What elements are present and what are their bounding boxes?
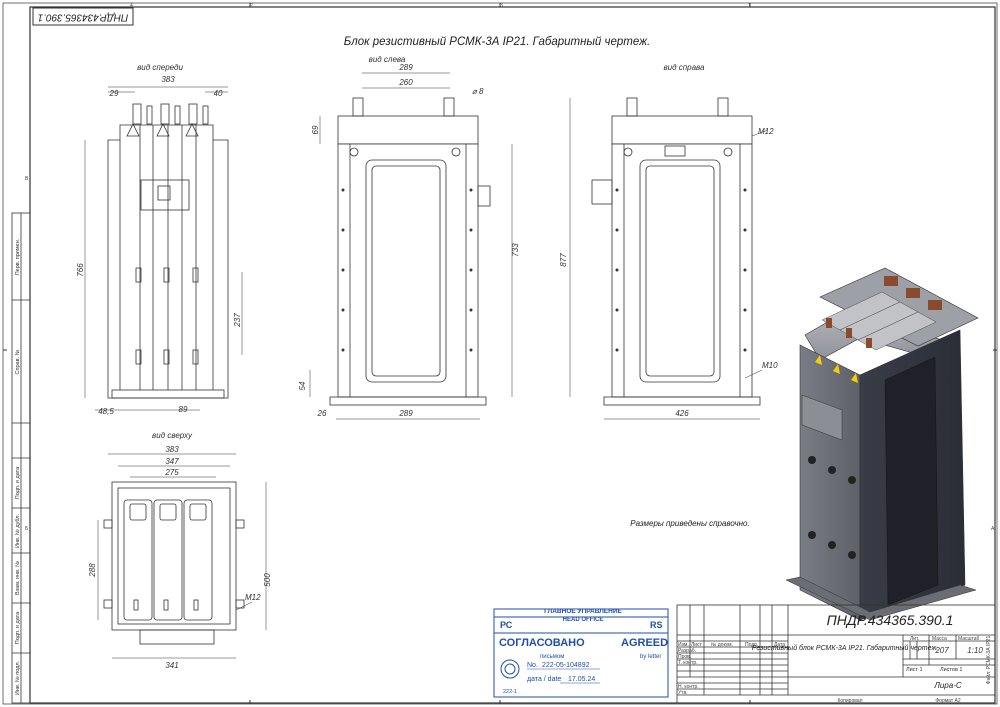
dim-front-width: 383: [161, 75, 175, 84]
dim-left-bottom: 54: [298, 381, 307, 390]
title-name: Резистивный блок РСМК-3А IP21. Габаритны…: [752, 644, 939, 652]
front-view: [84, 86, 243, 411]
col-list: Лист: [691, 642, 703, 648]
mass-label: Масса: [932, 636, 947, 642]
stamp-label: Подп. и дата: [15, 466, 21, 499]
dim-top-bottom: 341: [165, 661, 178, 670]
dim-right-width: 426: [675, 409, 689, 418]
left-stamp-column: [11, 212, 31, 704]
dim-left-outer: 289: [398, 63, 413, 72]
row-nkontr: Н. контр.: [678, 684, 699, 690]
org-name: Лира-С: [933, 681, 961, 690]
stamp-label: Взам. инв. №: [15, 561, 21, 595]
isometric-view: [785, 267, 979, 621]
dim-top-depth: 288: [88, 563, 97, 578]
sheets-total: Листов 1: [940, 667, 962, 673]
dim-left-top: 69: [311, 125, 320, 134]
right-view-bolts: [615, 188, 747, 352]
dim-left-bottom-left: 26: [317, 409, 327, 418]
title-block-frame: [676, 604, 996, 704]
stamp-org-en: HEAD OFFICE: [563, 617, 604, 623]
stamp-date-label: дата / date: [527, 676, 561, 683]
corner-code-box: ПНДР.434365.390.1: [32, 7, 134, 26]
row-prov: Пров.: [678, 654, 691, 660]
lit-label: Лит.: [910, 636, 919, 642]
col-izm: Изм.: [678, 642, 689, 648]
row-razrab: Разраб.: [678, 648, 696, 654]
format-label: Формат А2: [935, 698, 960, 704]
stamp-rs: RS: [650, 620, 663, 630]
title-doc-number: ПНДР.434365.390.1: [827, 612, 954, 628]
stamp-rc: РС: [500, 620, 513, 630]
top-view: [97, 453, 267, 659]
stamp-label: Справ. №: [15, 349, 21, 374]
col-date: Дата: [774, 642, 785, 648]
dim-top-w1: 383: [165, 445, 179, 454]
view-label-front: вид спереди: [137, 63, 183, 72]
right-view: [569, 97, 769, 420]
stamp-by-letter-en: by letter: [640, 654, 661, 660]
scale-label: Масштаб: [958, 636, 980, 642]
dim-top-w2: 347: [165, 457, 179, 466]
zone-letter: В: [25, 176, 29, 182]
zone-number: 2: [250, 3, 253, 9]
dim-front-height: 766: [76, 263, 85, 277]
view-label-left: вид слева: [369, 55, 406, 64]
zone-letter: А: [991, 526, 995, 532]
file-label: Файл: РСМК-3А IP21: [985, 636, 992, 685]
approval-stamp: [493, 608, 669, 698]
zone-number: 3: [500, 3, 503, 9]
sheet-number: Лист 1: [906, 667, 923, 673]
left-view: [309, 72, 513, 420]
view-label-top: вид сверху: [152, 431, 193, 440]
stamp-label: Инв. № дубл.: [15, 514, 21, 549]
stamp-org: ГЛАВНОЕ УПРАВЛЕНИЕ: [544, 608, 622, 615]
dim-right-height: 877: [559, 253, 568, 267]
stamp-no-label: No.: [527, 662, 538, 669]
dim-left-height: 733: [511, 243, 520, 257]
row-tkontr: Т. контр.: [678, 660, 698, 666]
mass-value: 207: [934, 646, 949, 655]
stamp-agreed-en: AGREED: [621, 637, 668, 649]
row-utv: Утв.: [678, 690, 688, 696]
dim-top-thread: M12: [245, 593, 261, 602]
stamp-no-value: 222-05-104892: [542, 662, 590, 669]
col-sign: Подп.: [745, 642, 758, 648]
stamp-label: Подп. и дата: [15, 611, 21, 644]
view-label-right: вид справа: [663, 63, 705, 72]
dim-top-w3: 275: [164, 468, 179, 477]
dim-left-hole: ⌀ 8: [472, 87, 484, 96]
stamp-date-value: 17.05.24: [568, 676, 595, 683]
zone-letter: Б: [25, 526, 29, 532]
corner-code: ПНДР.434365.390.1: [38, 11, 129, 22]
scale-value: 1:10: [967, 646, 983, 655]
dim-front-left: 29: [109, 89, 119, 98]
dim-left-bottom-width: 289: [398, 409, 413, 418]
zone-number: 4: [130, 3, 133, 9]
dim-front-bottom-left: 48,5: [98, 407, 114, 416]
zone-number: 1: [748, 3, 751, 9]
stamp-label: Перв. примен.: [15, 238, 21, 275]
sheet-title: Блок резистивный РСМК-3А IP21. Габаритны…: [344, 36, 650, 48]
dim-front-span: 237: [233, 313, 242, 328]
dim-left-inner: 260: [398, 78, 413, 87]
dim-right-thread-top: M12: [758, 127, 774, 136]
dim-top-full: 500: [263, 573, 272, 587]
stamp-inspector: 222-1: [503, 689, 517, 695]
dim-front-right: 40: [214, 89, 223, 98]
dim-right-thread-bottom: M10: [762, 361, 778, 370]
col-doc: № докум.: [711, 642, 733, 648]
stamp-by-letter-ru: письмом: [540, 654, 564, 660]
stamp-agreed-ru: СОГЛАСОВАНО: [499, 637, 585, 649]
copied-label: Копировал: [837, 698, 862, 704]
dim-front-bottom-mid: 89: [179, 405, 188, 414]
left-view-bolts: [341, 188, 473, 352]
reference-note: Размеры приведены справочно.: [630, 519, 749, 528]
stamp-label: Инв. № подл.: [15, 660, 21, 695]
